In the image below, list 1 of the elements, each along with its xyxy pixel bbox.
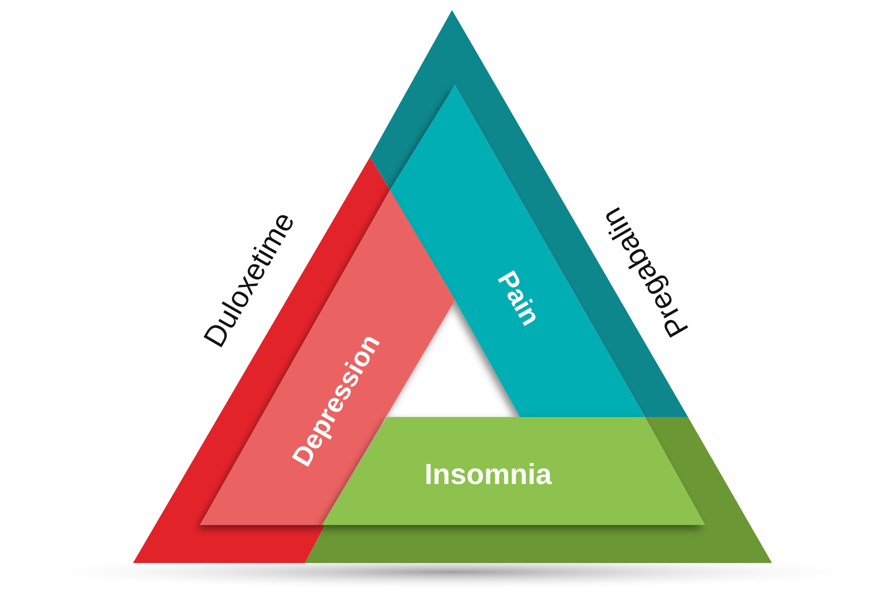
band-label: Insomnia bbox=[424, 458, 552, 492]
